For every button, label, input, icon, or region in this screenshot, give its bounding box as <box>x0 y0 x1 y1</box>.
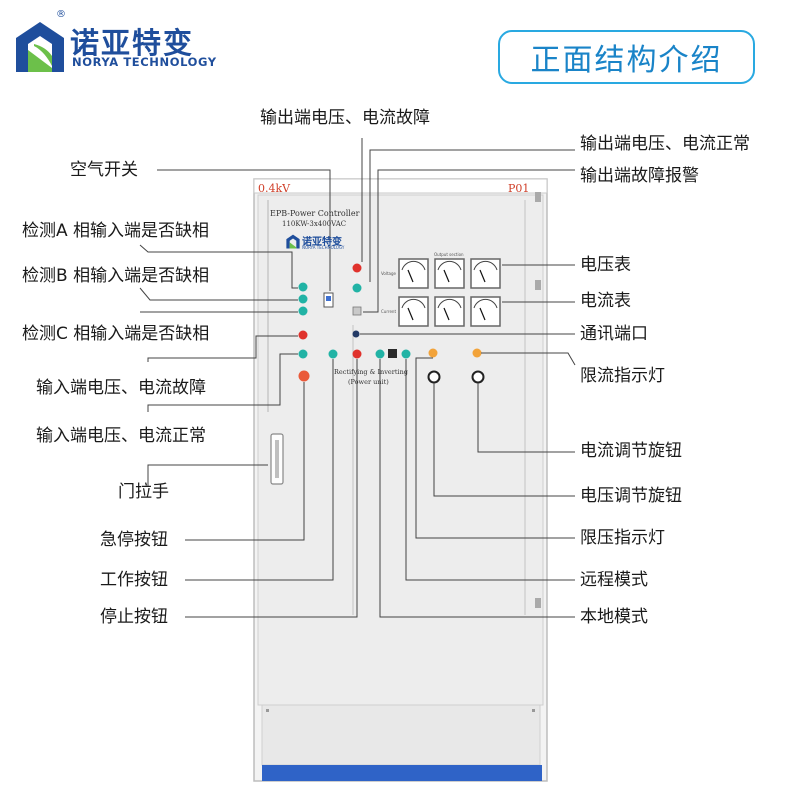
current-knob <box>471 370 485 384</box>
voltage-limit-light <box>428 348 438 358</box>
output-fault-light <box>352 263 362 273</box>
model-line-2: 110KW-3x400VAC <box>282 220 347 228</box>
label-input-normal: 输入端电压、电流正常 <box>36 426 206 446</box>
registered-mark: ® <box>56 9 66 20</box>
label-detect-a: 检测A 相输入端是否缺相 <box>22 221 210 241</box>
input-fault-light <box>298 330 308 340</box>
voltage-tag: 0.4kV <box>258 182 291 195</box>
label-estop-button: 急停按钮 <box>100 530 168 550</box>
work-button <box>328 349 338 359</box>
rectifying-label-1: Rectifying & Inverting <box>334 368 408 376</box>
output-alarm-buzzer <box>352 306 362 316</box>
phase-b-light <box>298 294 308 304</box>
label-current-knob: 电流调节旋钮 <box>580 441 682 461</box>
brand-name-cn: 诺亚特变 <box>70 26 195 60</box>
brand-name-en: NORYA TECHNOLOGY <box>72 55 217 69</box>
label-comm-port: 通讯端口 <box>580 324 648 344</box>
label-detect-c: 检测C 相输入端是否缺相 <box>22 324 210 344</box>
cabinet-vent <box>261 704 541 766</box>
cabinet-base <box>262 765 542 781</box>
label-ammeter: 电流表 <box>580 291 631 311</box>
phase-c-light <box>298 306 308 316</box>
label-work-button: 工作按钮 <box>100 570 168 590</box>
stop-button <box>352 349 362 359</box>
logo-mark-icon <box>16 22 64 72</box>
label-output-alarm: 输出端故障报警 <box>580 166 699 186</box>
panel-brand: 诺亚特变 <box>302 237 342 248</box>
label-stop-button: 停止按钮 <box>100 607 168 627</box>
output-section-label: Output section <box>434 252 464 257</box>
model-line-1: EPB-Power Controller <box>270 209 360 218</box>
current-limit-light <box>472 348 482 358</box>
label-current-limit-light: 限流指示灯 <box>580 366 665 386</box>
label-voltage-knob: 电压调节旋钮 <box>580 486 682 506</box>
label-remote-mode: 远程模式 <box>580 570 648 590</box>
rectifying-label-2: (Power unit) <box>348 378 389 386</box>
mode-switch <box>388 349 397 358</box>
voltmeter-row <box>398 258 501 289</box>
panel-brand-en: NORYA TECHNOLOGY <box>302 245 345 250</box>
label-detect-b: 检测B 相输入端是否缺相 <box>22 266 210 286</box>
comm-port <box>352 330 360 338</box>
local-mode-light <box>375 349 385 359</box>
estop-button <box>298 370 310 382</box>
input-normal-light <box>298 349 308 359</box>
label-input-fault: 输入端电压、电流故障 <box>36 378 206 398</box>
label-door-handle: 门拉手 <box>118 482 169 502</box>
label-output-fault: 输出端电压、电流故障 <box>260 108 430 128</box>
cabinet-top-bar <box>253 178 548 194</box>
leader-lines <box>139 138 576 618</box>
ammeter-row <box>398 296 501 327</box>
output-normal-light <box>352 283 362 293</box>
voltage-meter-label: Voltage <box>381 271 397 276</box>
label-voltmeter: 电压表 <box>580 255 631 275</box>
phase-a-light <box>298 282 308 292</box>
label-voltage-limit-light: 限压指示灯 <box>580 528 665 548</box>
voltage-knob <box>427 370 441 384</box>
page-title: 正面结构介绍 <box>498 30 755 84</box>
label-local-mode: 本地模式 <box>580 607 648 627</box>
current-meter-label: Current <box>381 309 397 314</box>
panel-logo-icon <box>286 234 300 249</box>
remote-mode-light <box>401 349 411 359</box>
cabinet-id-tag: P01 <box>508 182 530 195</box>
label-output-normal: 输出端电压、电流正常 <box>580 134 750 154</box>
label-air-switch: 空气开关 <box>70 160 138 180</box>
